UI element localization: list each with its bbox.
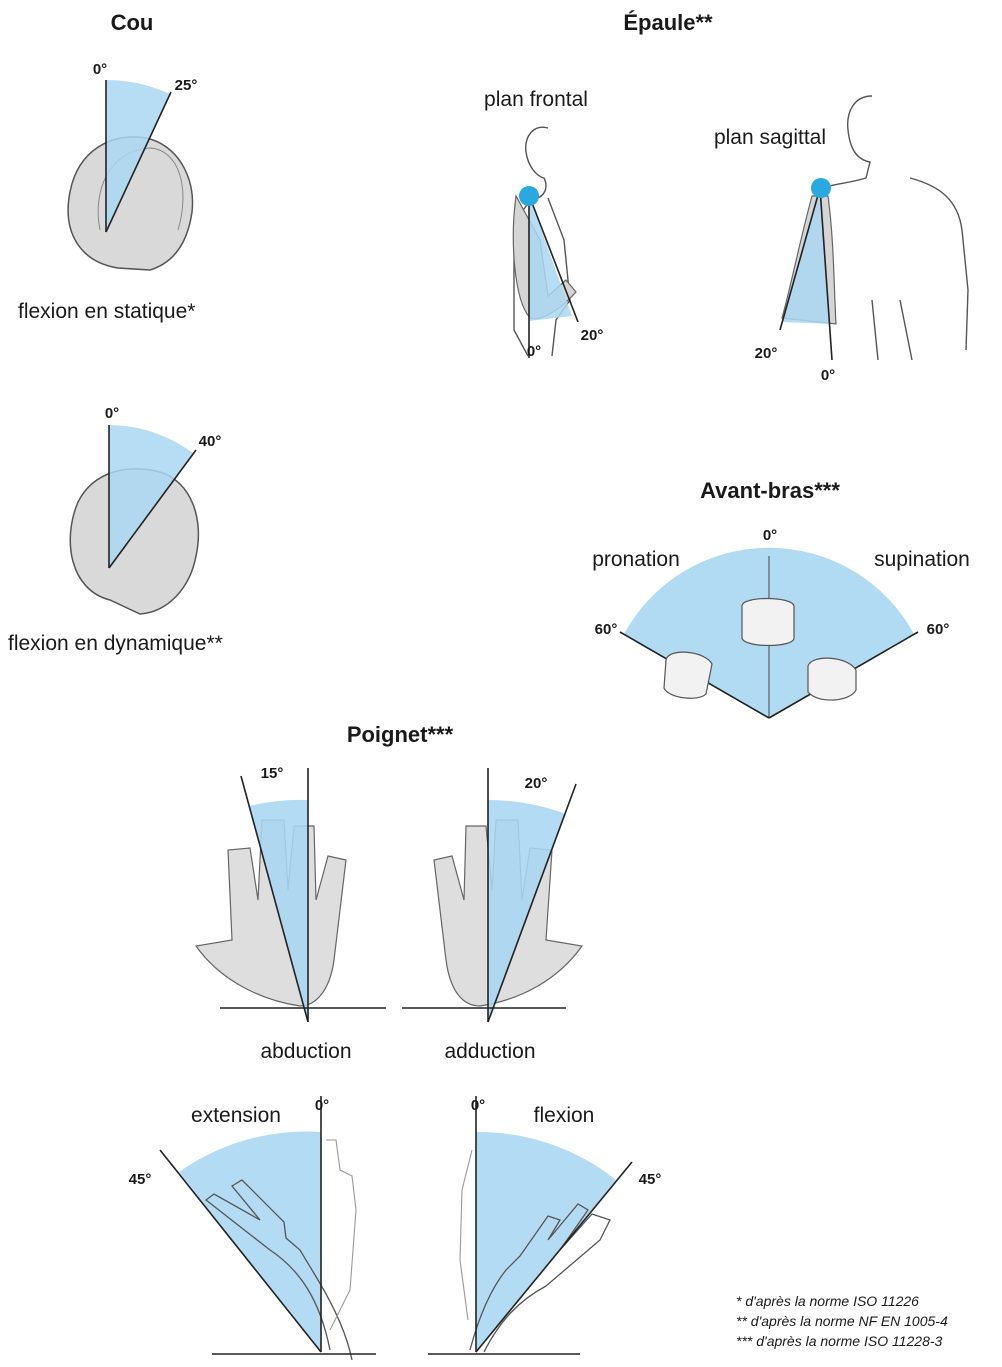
wrist-extension-sector bbox=[179, 1132, 321, 1352]
epaule-title: Épaule** bbox=[623, 10, 713, 35]
footnote-1: * d'après la norme ISO 11226 bbox=[736, 1293, 919, 1309]
forearm-supination-label: supination bbox=[874, 548, 970, 571]
shoulder-sagittal-angle-0: 0° bbox=[821, 367, 835, 384]
wrist-adduction-angle: 20° bbox=[525, 775, 548, 792]
wrist-adduction-figure bbox=[402, 768, 582, 1022]
wrist-adduction-label: adduction bbox=[444, 1040, 535, 1063]
forearm-figure bbox=[620, 548, 918, 718]
footnote-3: *** d'après la norme ISO 11228-3 bbox=[736, 1333, 943, 1349]
wrist-flexion-angle-max: 45° bbox=[639, 1171, 662, 1188]
wrist-abduction-angle: 15° bbox=[261, 765, 284, 782]
fist-left bbox=[664, 652, 712, 698]
shoulder-sagittal-joint bbox=[811, 178, 831, 198]
hand-flexion-ghost bbox=[460, 1150, 472, 1320]
wrist-extension-label: extension bbox=[191, 1104, 281, 1127]
shoulder-frontal-label: plan frontal bbox=[484, 88, 588, 111]
neck-dynamic-figure bbox=[70, 425, 198, 614]
shoulder-frontal-joint bbox=[519, 186, 539, 206]
neck-static-caption: flexion en statique* bbox=[18, 300, 195, 323]
neck-dynamic-angle-0: 0° bbox=[105, 405, 119, 422]
neck-static-figure bbox=[68, 80, 192, 270]
fist-center bbox=[742, 599, 794, 646]
wrist-flexion-label: flexion bbox=[534, 1104, 595, 1127]
neck-dynamic-caption: flexion en dynamique** bbox=[8, 632, 223, 655]
shoulder-frontal-angle-0: 0° bbox=[527, 343, 541, 360]
shoulder-sagittal-angle-max: 20° bbox=[755, 345, 778, 362]
wrist-abduction-figure bbox=[196, 768, 386, 1022]
wrist-flexion-sector bbox=[476, 1132, 616, 1352]
wrist-extension-figure bbox=[160, 1096, 376, 1360]
neck-dynamic-angle-max: 40° bbox=[199, 433, 222, 450]
poignet-title: Poignet*** bbox=[347, 722, 454, 747]
footnote-2: ** d'après la norme NF EN 1005-4 bbox=[736, 1313, 948, 1329]
shoulder-sagittal-label: plan sagittal bbox=[714, 126, 826, 149]
wrist-flexion-figure bbox=[428, 1096, 632, 1354]
wrist-extension-angle-0: 0° bbox=[315, 1097, 329, 1114]
wrist-flexion-angle-0: 0° bbox=[471, 1097, 485, 1114]
forearm-angle-top: 0° bbox=[763, 527, 777, 544]
shoulder-frontal-figure bbox=[513, 127, 578, 358]
wrist-abduction-label: abduction bbox=[260, 1040, 351, 1063]
neck-static-angle-max: 25° bbox=[175, 77, 198, 94]
forearm-supination-angle: 60° bbox=[927, 621, 950, 638]
fist-right bbox=[808, 658, 856, 700]
wrist-extension-angle-max: 45° bbox=[129, 1171, 152, 1188]
forearm-pronation-angle: 60° bbox=[595, 621, 618, 638]
forearm-pronation-label: pronation bbox=[592, 548, 680, 571]
shoulder-frontal-angle-max: 20° bbox=[581, 327, 604, 344]
cou-title: Cou bbox=[111, 10, 154, 35]
avant-bras-title: Avant-bras*** bbox=[700, 478, 840, 503]
neck-static-angle-0: 0° bbox=[93, 61, 107, 78]
